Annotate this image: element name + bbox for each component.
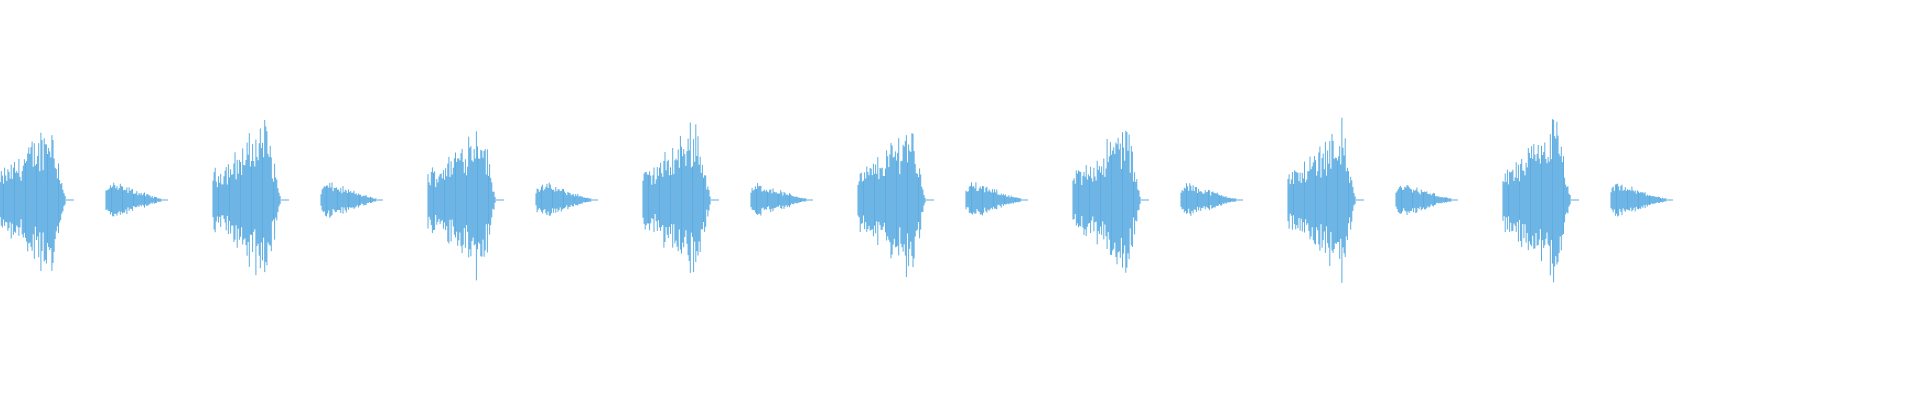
waveform-burst-soft	[535, 182, 598, 216]
waveform-burst-loud	[0, 132, 74, 271]
waveform-burst-loud	[427, 131, 504, 281]
waveform-burst-loud	[212, 120, 289, 276]
waveform-bursts	[0, 117, 1673, 283]
waveform-burst-soft	[1180, 183, 1243, 216]
waveform-burst-loud	[642, 122, 719, 273]
waveform-burst-soft	[1610, 183, 1673, 217]
waveform-burst-loud	[1502, 119, 1579, 283]
waveform-burst-soft	[105, 182, 168, 217]
waveform-burst-loud	[857, 133, 934, 278]
waveform-burst-loud	[1287, 117, 1364, 283]
waveform-burst-loud	[1072, 130, 1149, 273]
waveform-burst-soft	[1395, 185, 1458, 215]
waveform-burst-soft	[750, 183, 813, 216]
waveform-burst-soft	[965, 182, 1028, 216]
waveform-burst-soft	[320, 182, 383, 218]
